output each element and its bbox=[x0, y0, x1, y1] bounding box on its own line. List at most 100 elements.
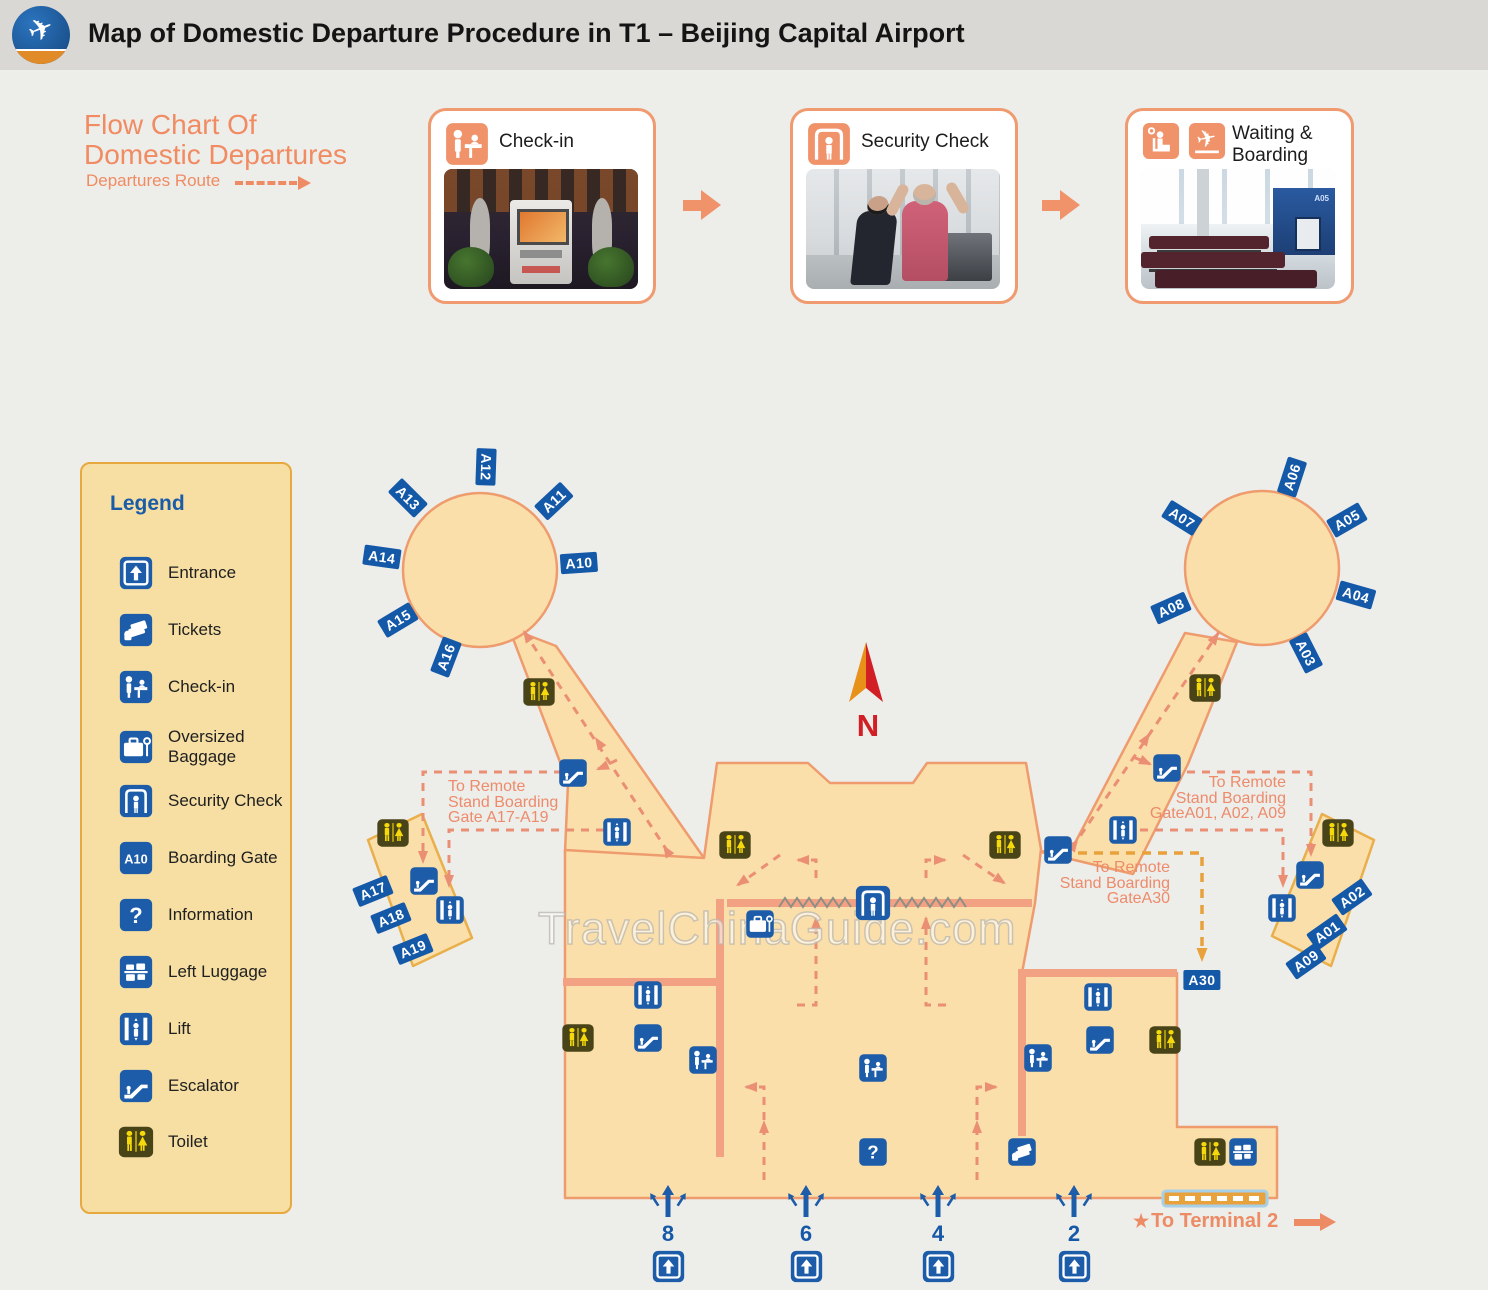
entrance-icon bbox=[1044, 1250, 1104, 1288]
note-remote-gate-a30: To Remote Stand Boarding GateA30 bbox=[1059, 859, 1170, 907]
gate-sign-in-photo: A05 bbox=[1314, 194, 1329, 204]
up-arrows-icon bbox=[638, 1184, 698, 1223]
legend-item-tickets: Tickets bbox=[118, 613, 284, 647]
legend-item-check-in: Check-in bbox=[118, 670, 284, 704]
compass-icon bbox=[849, 642, 883, 702]
svg-text:A10: A10 bbox=[124, 852, 147, 867]
tickets-icon bbox=[118, 613, 154, 647]
legend-item-escalator: Escalator bbox=[118, 1069, 284, 1103]
entrance-number: 6 bbox=[799, 1221, 813, 1246]
card-label: Waiting & Boarding bbox=[1232, 123, 1313, 166]
check-in-icon bbox=[445, 122, 489, 171]
legend-item-entrance: Entrance bbox=[118, 556, 284, 590]
checkin-icon bbox=[689, 1046, 718, 1075]
note-remote-gates-a01-a02-a09: To Remote Stand Boarding GateA01, A02, A… bbox=[1149, 774, 1286, 822]
gate-label-a10: A10 bbox=[559, 551, 599, 575]
toilet-icon bbox=[118, 1126, 154, 1158]
gate-icon: A10 bbox=[118, 841, 154, 875]
lift-icon bbox=[603, 818, 632, 847]
up-arrows-icon bbox=[1044, 1184, 1104, 1223]
escalator-icon bbox=[559, 759, 588, 788]
leftluggage-icon bbox=[1229, 1138, 1258, 1167]
lift-icon bbox=[436, 896, 465, 925]
tickets-icon bbox=[1008, 1138, 1037, 1167]
legend-item-toilet: Toilet bbox=[118, 1126, 284, 1158]
lift-icon bbox=[1109, 816, 1138, 845]
walkway-to-t2-icon bbox=[1161, 1189, 1269, 1208]
security-check-photo bbox=[806, 169, 1000, 289]
flow-chart-title: Flow Chart Of Domestic Departures bbox=[84, 109, 347, 170]
toilet-icon bbox=[562, 1024, 595, 1053]
oversized-icon bbox=[746, 910, 775, 939]
up-arrows-icon bbox=[776, 1184, 836, 1223]
checkin-icon bbox=[118, 670, 154, 704]
security-check-icon bbox=[807, 122, 851, 171]
toilet-icon bbox=[1189, 674, 1222, 703]
escalator-icon bbox=[1044, 836, 1073, 865]
leftluggage-icon bbox=[118, 955, 154, 989]
oversized-icon bbox=[118, 730, 154, 764]
card-check-in: Check-in bbox=[428, 108, 656, 304]
card-security-check: Security Check bbox=[790, 108, 1018, 304]
entrance-2: 2 bbox=[1044, 1184, 1104, 1288]
legend-item-security-check: Security Check bbox=[118, 784, 284, 818]
page-title: Map of Domestic Departure Procedure in T… bbox=[88, 18, 965, 48]
security-icon bbox=[855, 885, 891, 921]
entrance-icon bbox=[118, 556, 154, 590]
note-remote-gates-a17-a19: To Remote Stand Boarding Gate A17-A19 bbox=[448, 778, 559, 826]
flow-arrow-icon bbox=[1042, 190, 1082, 220]
star-icon: ★ bbox=[1133, 1211, 1150, 1231]
waiting-icon bbox=[1142, 122, 1180, 165]
legend-item-information: ?Information bbox=[118, 898, 284, 932]
svg-text:?: ? bbox=[867, 1142, 878, 1163]
lift-icon bbox=[1084, 983, 1113, 1012]
escalator-icon bbox=[410, 867, 439, 896]
airline-logo: ✈ bbox=[12, 6, 70, 64]
right-arrow-icon bbox=[1293, 1212, 1338, 1231]
card-waiting-boarding: ✈ Waiting & Boarding A05 bbox=[1125, 108, 1354, 304]
entrance-icon bbox=[908, 1250, 968, 1288]
entrance-6: 6 bbox=[776, 1184, 836, 1288]
lift-icon bbox=[1268, 894, 1297, 923]
toilet-icon bbox=[989, 831, 1022, 860]
toilet-icon bbox=[1194, 1138, 1227, 1167]
escalator-icon bbox=[118, 1069, 154, 1103]
boarding-plane-icon: ✈ bbox=[1188, 122, 1226, 165]
entrance-4: 4 bbox=[908, 1184, 968, 1288]
gate-label-a12: A12 bbox=[475, 448, 497, 486]
check-in-photo bbox=[444, 169, 638, 289]
entrance-number: 2 bbox=[1067, 1221, 1081, 1246]
escalator-icon bbox=[1086, 1026, 1115, 1055]
watermark: TravelChinaGuide.com bbox=[537, 902, 1017, 955]
header-bar: ✈ Map of Domestic Departure Procedure in… bbox=[0, 0, 1488, 70]
up-arrows-icon bbox=[908, 1184, 968, 1223]
waiting-boarding-photo: A05 bbox=[1141, 169, 1335, 289]
svg-text:?: ? bbox=[129, 903, 142, 928]
security-icon bbox=[118, 784, 154, 818]
toilet-icon bbox=[377, 819, 410, 848]
escalator-icon bbox=[1296, 861, 1325, 890]
escalator-icon bbox=[1153, 754, 1182, 783]
checkin-icon bbox=[1024, 1044, 1053, 1073]
toilet-icon bbox=[719, 831, 752, 860]
to-terminal-2-label: ★To Terminal 2 bbox=[1133, 1210, 1338, 1233]
entrance-icon bbox=[776, 1250, 836, 1288]
entrance-icon bbox=[638, 1250, 698, 1288]
escalator-icon bbox=[634, 1024, 663, 1053]
information-icon: ? bbox=[118, 898, 154, 932]
departures-route-label: Departures Route bbox=[86, 171, 221, 190]
card-label: Check-in bbox=[499, 131, 574, 152]
card-label: Security Check bbox=[861, 131, 989, 152]
legend-item-oversized-baggage: Oversized Baggage bbox=[118, 727, 284, 767]
legend-panel: Legend Entrance Tickets Check-in Oversiz… bbox=[80, 462, 292, 1214]
checkin-icon bbox=[859, 1054, 888, 1083]
toilet-icon bbox=[523, 678, 556, 707]
departures-route-arrow bbox=[235, 176, 311, 190]
toilet-icon bbox=[1322, 819, 1355, 848]
entrance-number: 8 bbox=[661, 1221, 675, 1246]
legend-title: Legend bbox=[110, 492, 185, 515]
compass-north-label: N bbox=[856, 708, 880, 743]
toilet-icon bbox=[1149, 1026, 1182, 1055]
